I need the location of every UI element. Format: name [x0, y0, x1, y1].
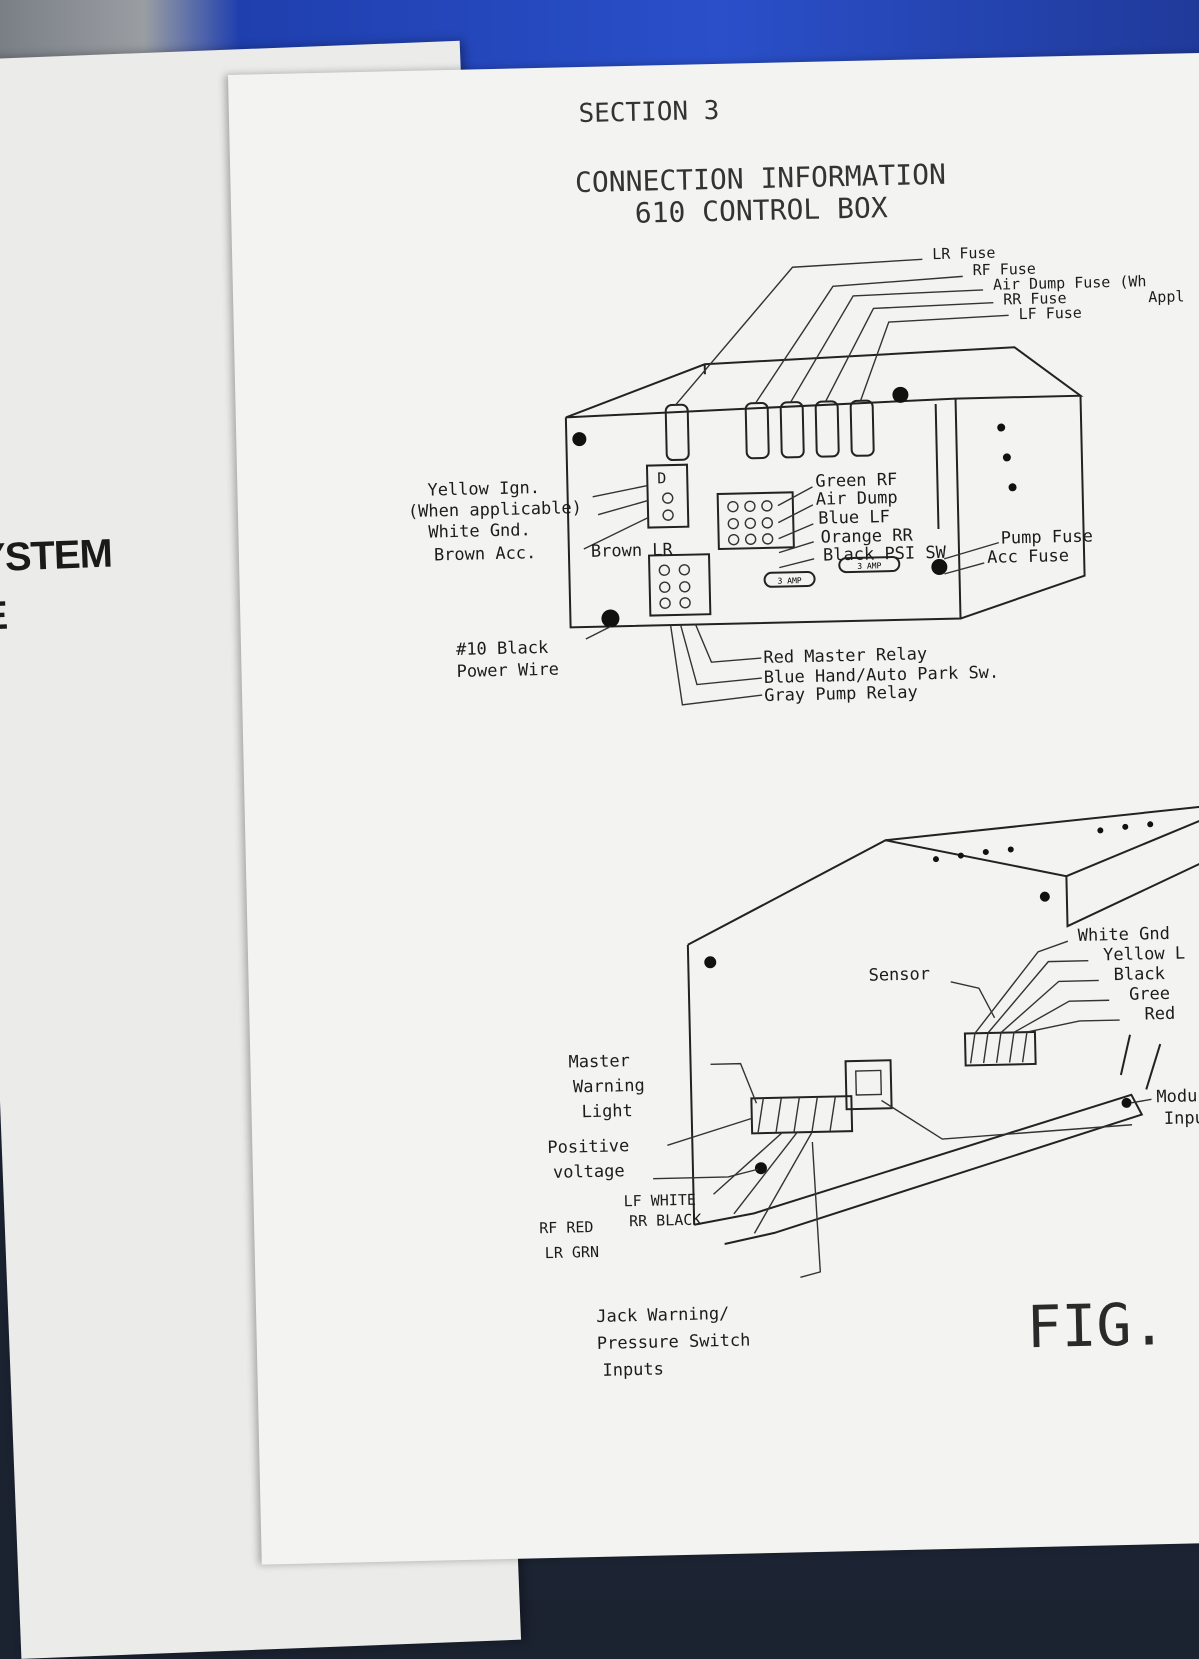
fuse-row [664, 399, 875, 462]
label-acc-fuse: Acc Fuse [987, 546, 1069, 568]
fuse-amp-1: 3 AMP [777, 576, 801, 586]
label-input: Inpu [1164, 1108, 1199, 1129]
label-lr-grn: LR GRN [545, 1243, 600, 1262]
label-module: Modu [1156, 1086, 1197, 1107]
left-title-line-1: YSTEM [0, 531, 113, 581]
label-black-2: Black [1113, 964, 1165, 985]
label-warning: Warning [573, 1076, 645, 1098]
label-brown-acc: Brown Acc. [434, 543, 537, 565]
label-10-black: #10 Black [456, 638, 549, 660]
section-title-line-2: 610 CONTROL BOX [634, 191, 888, 230]
label-pump-fuse: Pump Fuse [1000, 527, 1093, 549]
left-page-title: YSTEM E [0, 525, 115, 646]
label-lf-fuse: LF Fuse [1018, 304, 1082, 323]
label-brown-lr: Brown LR [591, 540, 674, 562]
label-power-wire: Power Wire [456, 660, 559, 682]
label-rf-red: RF RED [539, 1218, 594, 1237]
label-white-gnd: White Gnd. [428, 520, 531, 542]
bottom-control-box [653, 801, 1199, 1278]
label-red-master-relay: Red Master Relay [763, 644, 927, 668]
label-yellow-ign: Yellow Ign. [427, 478, 540, 501]
label-green-rf: Green RF [815, 470, 897, 492]
left-title-line-2: E [0, 593, 8, 639]
svg-text:D: D [657, 469, 666, 487]
label-orange-rr: Orange RR [820, 526, 913, 548]
label-pressure-switch: Pressure Switch [597, 1330, 751, 1353]
label-voltage: voltage [553, 1161, 625, 1183]
fig-label: FIG. [1026, 1290, 1167, 1361]
label-rf-fuse: RF Fuse [972, 260, 1036, 279]
label-fuse-note: Appl [1148, 287, 1185, 306]
fuse-amp-2: 3 AMP [857, 561, 881, 571]
label-when-applicable: (When applicable) [408, 498, 582, 522]
label-master: Master [568, 1051, 630, 1072]
connector-grid [727, 500, 774, 546]
right-page: SECTION 3 CONNECTION INFORMATION 610 CON… [228, 52, 1199, 1565]
label-air-dump-fuse: Air Dump Fuse (Wh [993, 272, 1147, 293]
label-lf-white: LF WHITE [623, 1191, 696, 1211]
label-yellow-l: Yellow L [1103, 944, 1185, 966]
label-jack-warning: Jack Warning/ [596, 1304, 729, 1327]
label-blue-lf: Blue LF [818, 507, 890, 529]
label-rr-black: RR BLACK [629, 1211, 702, 1231]
connection-diagram: SECTION 3 CONNECTION INFORMATION 610 CON… [408, 96, 1199, 1381]
label-light: Light [581, 1101, 633, 1122]
section-heading: SECTION 3 [578, 96, 720, 129]
label-black-psi-sw: Black PSI SW [823, 543, 947, 566]
label-positive: Positive [547, 1136, 629, 1158]
label-lr-fuse: LR Fuse [932, 244, 996, 263]
label-rr-fuse: RR Fuse [1003, 289, 1067, 308]
label-air-dump: Air Dump [816, 488, 898, 510]
label-white-gnd-2: White Gnd [1078, 924, 1171, 946]
top-control-box: D 3 AMP 3 AMP [564, 258, 1086, 706]
label-green-2: Gree [1129, 984, 1170, 1005]
label-gray-pump-relay: Gray Pump Relay [764, 683, 918, 706]
label-inputs: Inputs [602, 1359, 664, 1380]
label-sensor: Sensor [868, 964, 930, 985]
label-red-2: Red [1144, 1004, 1175, 1025]
